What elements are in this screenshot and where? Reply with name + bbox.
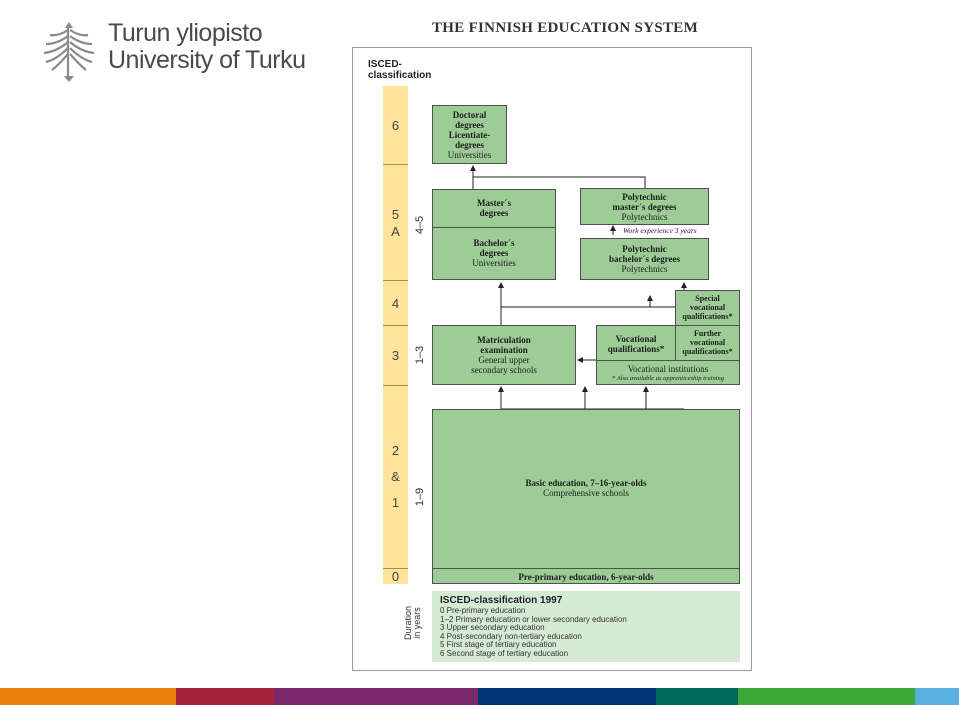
legend-item: 3 Upper secondary education bbox=[440, 623, 545, 633]
duration-upper-secondary: 1–3 bbox=[410, 340, 430, 370]
duration-axis-label: Duration in years bbox=[400, 592, 426, 654]
pre-primary-education-box: Pre-primary education, 6-year-olds bbox=[432, 568, 740, 584]
doctoral-degrees-box: Doctoral degrees Licentiate- degrees Uni… bbox=[432, 105, 507, 164]
isced-level-0: 0 bbox=[383, 568, 408, 584]
duration-upper-secondary-label: 1–3 bbox=[413, 345, 426, 365]
legend-item: 0 Pre-primary education bbox=[440, 606, 526, 615]
matriculation-examination-box: Matriculation examination General upper … bbox=[432, 325, 576, 385]
polytechnic-masters-box: Polytechnic master´s degrees Polytechnic… bbox=[580, 188, 709, 225]
legend-item: 6 Second stage of tertiary education bbox=[440, 648, 569, 658]
isced-legend: ISCED-classification 1997 0 Pre-primary … bbox=[432, 591, 740, 662]
work-experience-note: Work experience 3 years bbox=[623, 226, 697, 235]
legend-item: 4 Post-secondary non-tertiary education bbox=[440, 631, 582, 641]
footer-stripe-teal bbox=[656, 688, 738, 705]
special-vocational-qualifications-box: Special vocational qualifications* bbox=[675, 290, 740, 326]
duration-axis-label-text: Duration in years bbox=[403, 605, 422, 641]
legend-title: ISCED-classification 1997 bbox=[440, 595, 563, 606]
masters-degrees-box: Master´s degrees bbox=[433, 190, 555, 228]
vocational-institutions-box: Vocational institutions * Also available… bbox=[597, 360, 739, 384]
footer-stripe-orange bbox=[0, 688, 176, 705]
polytechnic-bachelors-box: Polytechnic bachelor´s degrees Polytechn… bbox=[580, 238, 709, 280]
footer-stripe-lightblue bbox=[915, 688, 959, 705]
isced-classification-label: ISCED- classification bbox=[368, 59, 432, 81]
bachelors-degrees-box: Bachelor´s degrees Universities bbox=[472, 238, 516, 268]
isced-level-2-1: 2 & 1 bbox=[383, 385, 408, 568]
university-seal-icon bbox=[43, 22, 95, 82]
footer-stripe-red bbox=[176, 688, 274, 705]
vocational-qualifications-box: Vocational qualifications* bbox=[607, 334, 665, 354]
vocational-box: Vocational qualifications* Further vocat… bbox=[596, 325, 740, 385]
figure-title: THE FINNISH EDUCATION SYSTEM bbox=[431, 20, 699, 36]
duration-tertiary-label: 4–5 bbox=[413, 215, 426, 235]
university-name: Turun yliopisto University of Turku bbox=[108, 20, 306, 74]
duration-basic-label: 1–9 bbox=[413, 487, 426, 507]
legend-item: 1–2 Primary education or lower secondary… bbox=[440, 614, 627, 624]
isced-level-5a: 5 A bbox=[383, 164, 408, 280]
isced-level-6: 6 bbox=[383, 86, 408, 164]
further-vocational-qualifications-box: Further vocational qualifications* bbox=[675, 326, 739, 360]
university-name-finnish: Turun yliopisto bbox=[108, 19, 263, 47]
duration-tertiary: 4–5 bbox=[410, 210, 430, 240]
apprenticeship-note: * Also available as apprenticeship train… bbox=[611, 375, 725, 382]
university-degrees-box: Master´s degrees Bachelor´s degrees Univ… bbox=[432, 189, 556, 280]
university-name-english: University of Turku bbox=[108, 46, 306, 74]
footer-stripe-blue bbox=[478, 688, 656, 705]
legend-item: 5 First stage of tertiary education bbox=[440, 640, 557, 650]
isced-level-3: 3 bbox=[383, 325, 408, 385]
duration-basic: 1–9 bbox=[410, 482, 430, 512]
basic-education-box: Basic education, 7–16-year-olds Comprehe… bbox=[432, 409, 740, 569]
isced-level-4: 4 bbox=[383, 280, 408, 325]
footer-stripe-purple bbox=[274, 688, 478, 705]
footer-stripe-green bbox=[738, 688, 915, 705]
